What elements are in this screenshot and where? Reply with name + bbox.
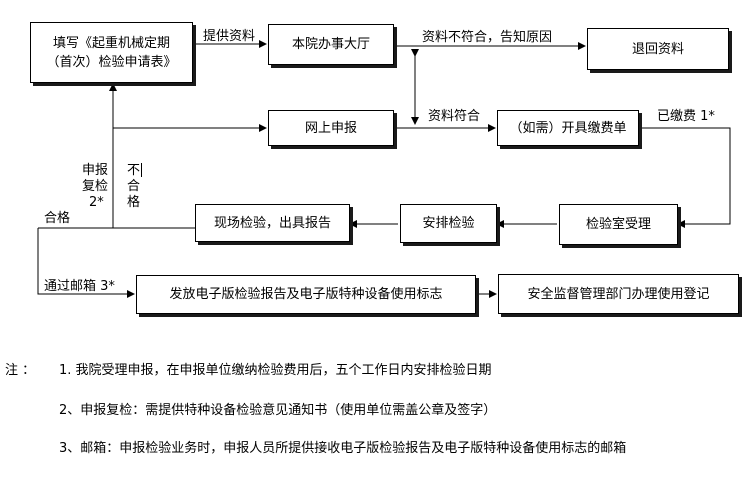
note-2: 2、申报复检：需提供特种设备检验意见通知书（使用单位需盖公章及签字） xyxy=(59,403,497,418)
via-email-label: 通过邮箱 3* xyxy=(44,279,115,294)
provide-materials-label: 提供资料 xyxy=(203,29,256,44)
application-form-line2: （首次）检验申请表》 xyxy=(46,54,177,70)
arrange-inspection-label: 安排检验 xyxy=(422,216,475,231)
unqualified-label-2: 合 xyxy=(127,179,141,194)
unqualified-label-1: 不 xyxy=(127,163,141,178)
arrow-fee-to-lab xyxy=(639,127,731,228)
unqualified-label-3: 格 xyxy=(127,195,141,210)
lab-accept-label: 检验室受理 xyxy=(585,217,651,232)
issue-report-label: 发放电子版检验报告及电子版特种设备使用标志 xyxy=(169,287,443,302)
fee-invoice-box: （如需）开具缴费单 xyxy=(497,110,639,146)
hall-box: 本院办事大厅 xyxy=(268,24,394,65)
reinspection-label-3: 2* xyxy=(89,195,104,210)
materials-not-ok-label: 资料不符合，告知原因 xyxy=(422,30,553,45)
registration-label: 安全监督管理部门办理使用登记 xyxy=(527,286,710,302)
registration-box: 安全监督管理部门办理使用登记 xyxy=(498,274,739,314)
reinspection-label-2: 复检 xyxy=(82,179,109,194)
notes-prefix: 注 ： xyxy=(5,363,36,378)
application-form-line1: 填写《起重机械定期 xyxy=(52,35,170,51)
issue-report-box: 发放电子版检验报告及电子版特种设备使用标志 xyxy=(136,275,476,314)
online-apply-box: 网上申报 xyxy=(268,110,394,146)
return-materials-label: 退回资料 xyxy=(631,41,684,57)
online-apply-label: 网上申报 xyxy=(304,120,357,136)
site-inspection-label: 现场检验，出具报告 xyxy=(213,215,331,231)
qualified-label: 合格 xyxy=(44,211,71,226)
arrange-inspection-box: 安排检验 xyxy=(400,204,497,243)
note-3: 3、邮箱：申报检验业务时，申报人员所提供接收电子版检验报告及电子版特种设备使用标… xyxy=(59,441,627,456)
lab-accept-box: 检验室受理 xyxy=(559,204,678,245)
materials-ok-label: 资料符合 xyxy=(428,109,481,124)
hall-label: 本院办事大厅 xyxy=(291,37,370,52)
return-materials-box: 退回资料 xyxy=(587,28,729,70)
reinspection-label-1: 申报 xyxy=(82,163,109,178)
fee-invoice-label: （如需）开具缴费单 xyxy=(509,120,627,136)
note-1: 1. 我院受理申报，在申报单位缴纳检验费用后，五个工作日内安排检验日期 xyxy=(59,363,492,378)
cursor-mark xyxy=(141,163,142,177)
application-form-box: 填写《起重机械定期 （首次）检验申请表》 xyxy=(30,22,193,83)
arrow-left-to-issue xyxy=(37,228,135,298)
site-inspection-box: 现场检验，出具报告 xyxy=(195,204,350,242)
fee-paid-label: 已缴费 1* xyxy=(657,109,715,124)
